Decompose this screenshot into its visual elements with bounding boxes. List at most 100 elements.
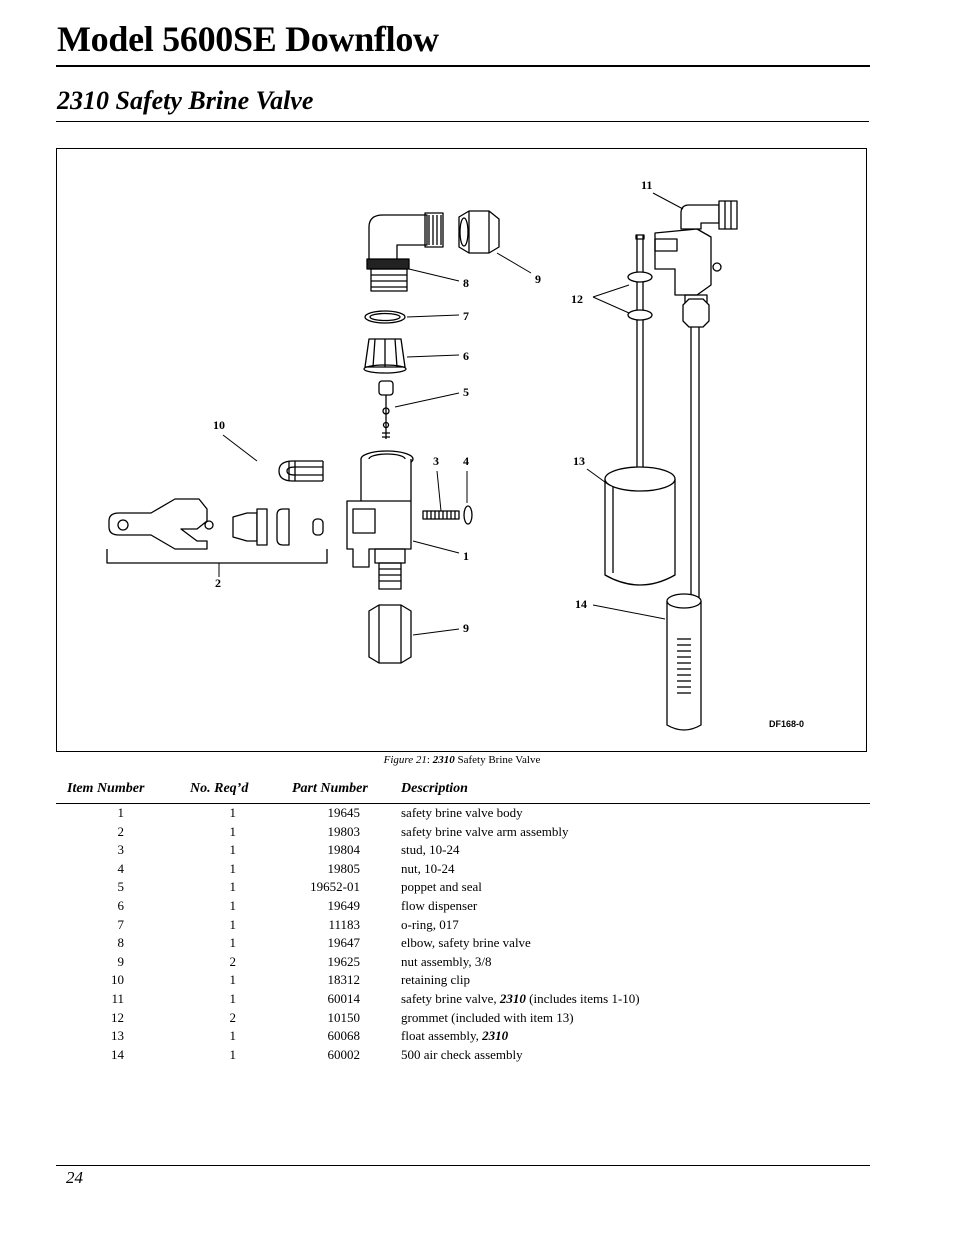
stud-part [422,510,460,520]
callout-12: 12 [571,292,583,306]
qty-required-cell: 1 [229,916,237,932]
qty-required-cell: 1 [229,972,237,988]
description-cell: o-ring, 017 [401,916,459,932]
header-item-number: Item Number [67,781,145,796]
part-number-cell: 10150 [327,1009,361,1025]
qty-required-cell: 2 [229,1009,237,1025]
qty-required-cell: 1 [229,860,237,876]
table-header-rule [56,803,870,804]
description-suffix: (includes items 1-10) [525,990,640,1006]
item-number-cell: 1 [117,805,125,820]
callout-3: 3 [433,454,439,468]
part-number-cell: 60014 [327,990,361,1006]
arm-assembly-part [106,498,328,564]
float-part [604,466,676,586]
callout-1: 1 [463,549,469,563]
footer-rule [56,1165,870,1166]
page-number: 24 [66,1168,83,1187]
valve-body-part [346,450,414,590]
description-cell: elbow, safety brine valve [401,935,531,951]
part-number-cell: 19645 [327,805,361,820]
description-cell: flow dispenser [401,897,478,913]
item-number-cell: 14 [111,1046,124,1062]
qty-required-cell: 1 [229,1028,237,1044]
qty-required-cell: 1 [229,1046,237,1062]
air-check-part [666,593,702,731]
nut-top-part [458,210,500,254]
description-cell: safety brine valve arm assembly [401,823,569,839]
part-number-cell: 18312 [327,972,361,988]
item-number-cell: 12 [111,1009,124,1025]
description-text: float assembly, [401,1028,483,1044]
item-number-cell: 5 [117,879,125,895]
description-cell: poppet and seal [401,879,482,895]
flow-dispenser-part [363,338,407,374]
callout-9-top: 9 [535,272,541,286]
description-cell: grommet (included with item 13) [401,1009,574,1025]
retaining-clip-part [278,460,324,482]
qty-required-cell: 1 [229,990,237,1006]
o-ring-part [364,310,406,324]
parts-table: 1 1 19645 safety brine valve body 2 1 19803 saf… [0,805,900,1065]
item-number-cell: 9 [117,953,125,969]
part-number-cell: 19649 [327,897,361,913]
item-number-cell: 6 [117,897,125,913]
callout-10: 10 [213,418,225,432]
callout-6: 6 [463,349,469,363]
item-number-cell: 8 [117,935,125,951]
part-number-cell: 19804 [327,842,361,858]
description-cell: safety brine valve body [401,805,523,820]
part-number-cell: 19625 [327,953,361,969]
description-cell: retaining clip [401,972,470,988]
callout-13: 13 [573,454,585,468]
section-title: 2310 Safety Brine Valve [57,86,314,115]
grommet-lower [627,309,653,321]
description-cell: 500 air check assembly [401,1046,523,1062]
header-description: Description [401,781,468,796]
table-row: 12 2 10150 grommet (included with item 13) [0,1010,900,1029]
drawing-code: DF168-0 [769,719,804,729]
qty-required-cell: 2 [229,953,237,969]
nut-bottom-part [368,604,412,664]
part-number-cell: 11183 [328,916,360,932]
qty-required-cell: 1 [229,935,237,951]
leader-lines [218,192,684,636]
exploded-view-figure: 11 9 8 12 7 6 5 10 3 4 13 1 2 14 9 DF168… [56,148,867,752]
description-cell: safety brine valve, 2310 (includes items… [401,991,640,1007]
callout-2: 2 [215,576,221,590]
table-row: 1 1 19645 safety brine valve body [0,805,900,824]
exploded-view-drawing: 11 9 8 12 7 6 5 10 3 4 13 1 2 14 9 DF168… [106,178,804,731]
callout-8: 8 [463,276,469,290]
part-number-cell: 60068 [327,1028,361,1044]
part-number-cell: 19647 [327,935,361,951]
part-number-cell: 19803 [327,823,361,839]
part-number-cell: 19805 [327,860,361,876]
description-model: 2310 [499,990,526,1006]
qty-required-cell: 1 [229,805,237,820]
section-rule [56,121,869,122]
poppet-part [378,380,394,439]
table-row: 7 1 11183 o-ring, 017 [0,917,900,936]
qty-required-cell: 1 [229,897,237,913]
callout-5: 5 [463,385,469,399]
callout-14: 14 [575,597,587,611]
description-text: safety brine valve, [401,990,500,1006]
elbow-part [366,212,444,292]
item-number-cell: 7 [117,916,125,932]
caption-model: 2310 [432,754,455,766]
callout-11: 11 [641,178,652,192]
qty-required-cell: 1 [229,842,237,858]
qty-required-cell: 1 [229,823,237,839]
caption-text: Safety Brine Valve [454,754,541,766]
item-number-cell: 13 [111,1028,124,1044]
grommet-upper [627,271,653,283]
callout-4: 4 [463,454,469,468]
